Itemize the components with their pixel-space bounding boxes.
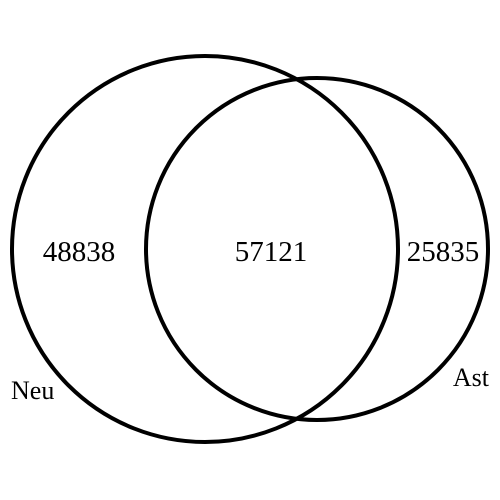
- ast-set-label: Ast: [453, 363, 490, 392]
- intersection-count: 57121: [235, 236, 308, 268]
- ast-only-count: 25835: [407, 236, 480, 268]
- ast-set-circle: [144, 76, 490, 422]
- neu-only-count: 48838: [43, 236, 116, 268]
- neu-set-circle: [10, 54, 400, 444]
- neu-set-label: Neu: [11, 376, 54, 405]
